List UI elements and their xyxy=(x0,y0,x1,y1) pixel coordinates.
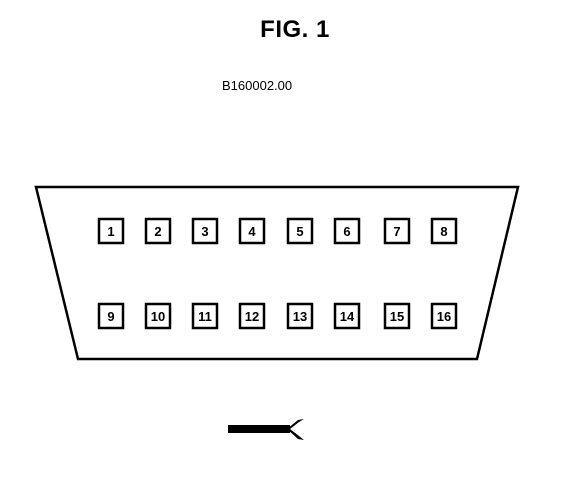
pin-label: 1 xyxy=(107,224,114,239)
pin-label: 10 xyxy=(151,309,165,324)
pin-8: 8 xyxy=(430,217,458,245)
pin-label: 4 xyxy=(248,224,256,239)
pin-label: 2 xyxy=(154,224,161,239)
pin-box xyxy=(383,302,411,330)
pin-7: 7 xyxy=(383,217,411,245)
pin-box xyxy=(191,217,219,245)
pin-label: 16 xyxy=(437,309,451,324)
pin-label: 13 xyxy=(293,309,307,324)
pin-13: 13 xyxy=(286,302,314,330)
pin-box xyxy=(430,217,458,245)
pin-box xyxy=(144,302,172,330)
pin-box xyxy=(191,302,219,330)
pin-label: 14 xyxy=(340,309,355,324)
pin-2: 2 xyxy=(144,217,172,245)
pin-1: 1 xyxy=(97,217,125,245)
pin-box xyxy=(97,302,125,330)
pin-6: 6 xyxy=(333,217,361,245)
pin-label: 15 xyxy=(390,309,404,324)
pin-16: 16 xyxy=(430,302,458,330)
pin-box xyxy=(286,217,314,245)
pin-box xyxy=(97,217,125,245)
pin-label: 9 xyxy=(107,309,114,324)
pin-box xyxy=(286,302,314,330)
pin-box xyxy=(333,302,361,330)
top-pin-row: 1 2 3 4 5 6 7 8 xyxy=(97,217,458,245)
pin-label: 11 xyxy=(198,309,212,324)
pin-box xyxy=(383,217,411,245)
pin-box xyxy=(430,302,458,330)
pin-label: 6 xyxy=(343,224,350,239)
pin-5: 5 xyxy=(286,217,314,245)
pin-3: 3 xyxy=(191,217,219,245)
pin-14: 14 xyxy=(333,302,361,330)
pin-box xyxy=(144,217,172,245)
pin-label: 7 xyxy=(393,224,400,239)
pin-4: 4 xyxy=(238,217,266,245)
pin-label: 8 xyxy=(440,224,447,239)
key-icon xyxy=(228,419,304,440)
pin-11: 11 xyxy=(191,302,219,330)
figure-code: B160002.00 xyxy=(222,78,293,93)
pin-10: 10 xyxy=(144,302,172,330)
connector-outline xyxy=(34,185,520,361)
pin-15: 15 xyxy=(383,302,411,330)
pin-box xyxy=(238,302,266,330)
figure-title: FIG. 1 xyxy=(260,16,330,43)
pin-box xyxy=(238,217,266,245)
pin-label: 12 xyxy=(245,309,259,324)
pin-box xyxy=(333,217,361,245)
pin-label: 3 xyxy=(201,224,208,239)
pin-9: 9 xyxy=(97,302,125,330)
pin-label: 5 xyxy=(296,224,303,239)
bottom-pin-row: 9 10 11 12 13 14 15 16 xyxy=(97,302,458,330)
pin-12: 12 xyxy=(238,302,266,330)
